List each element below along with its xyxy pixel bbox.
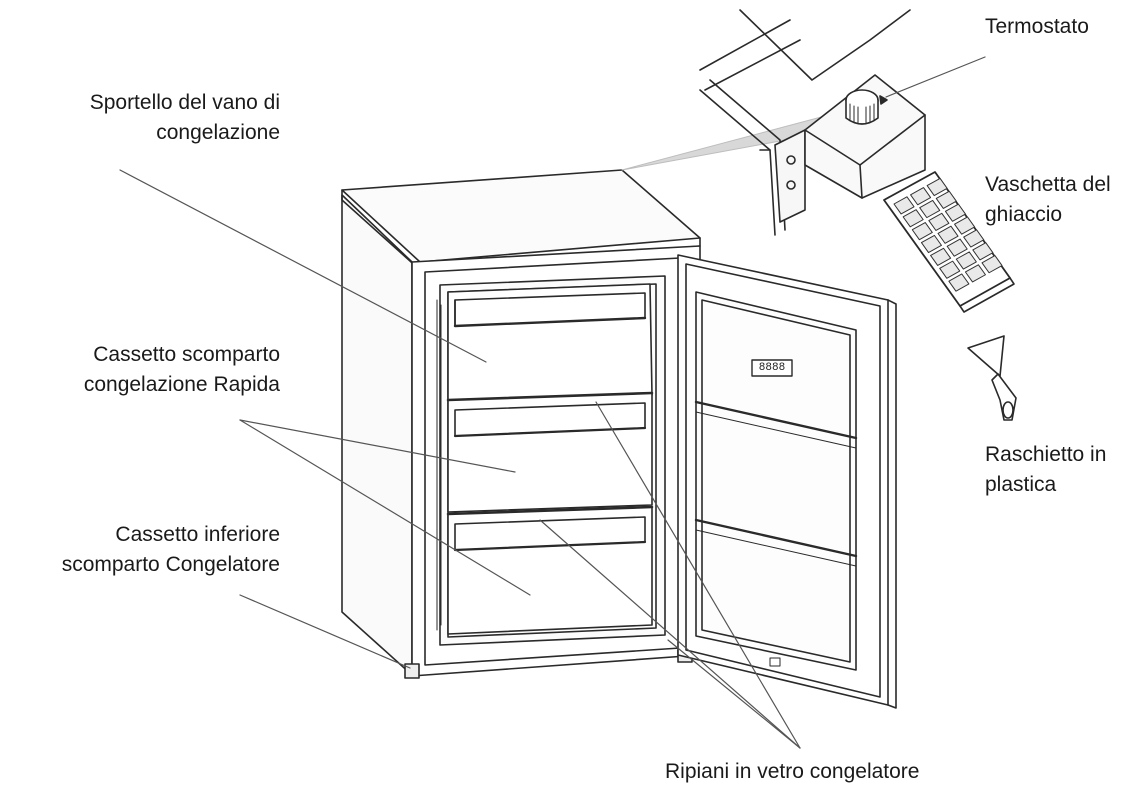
ice-cube-cell [919,199,941,219]
label-lower-drawer-line2: scomparto Congelatore [61,553,280,576]
door-display-text: 8888 [758,362,786,374]
label-glass-shelves-line1: Ripiani in vetro congelatore [665,760,920,783]
label-lower-drawer: Cassetto inferiore scomparto Congelatore [40,520,280,580]
label-fast-freeze-line1: Cassetto scomparto [93,343,280,366]
ice-cube-cell [911,222,933,241]
lower-drawer [446,505,654,635]
ice-cube-cell [893,196,915,215]
ice-cube-cell [928,212,950,231]
leader-thermostat [885,56,986,98]
freezer-compartment-door [447,283,653,401]
label-ice-tray-line1: Vaschetta del [985,173,1111,196]
leader-shelf-1 [595,401,801,749]
ice-cube-cell [954,216,976,235]
label-lower-drawer-line1: Cassetto inferiore [115,523,280,546]
open-door [677,254,897,709]
label-scraper-line1: Raschietto in [985,443,1107,466]
label-freezer-door: Sportello del vano di congelazione [40,88,280,148]
label-thermostat-line1: Termostato [985,15,1089,38]
label-freezer-door-line2: congelazione [156,121,280,144]
plastic-scraper [967,335,1017,421]
ice-cube-cell [930,247,952,266]
ice-cube-cell [910,187,932,206]
leader-fast-1 [239,419,516,473]
ice-cube-cell [939,260,961,279]
label-ice-tray: Vaschetta del ghiaccio [985,170,1111,230]
leader-shelf-3 [667,639,801,749]
leader-lower [239,594,411,669]
label-ice-tray-line2: ghiaccio [985,203,1063,226]
ice-cube-cell [948,273,970,292]
ice-cube-cell [963,229,985,248]
ice-cube-cell [926,177,948,197]
label-freezer-door-line1: Sportello del vano di [89,91,280,114]
leader-fast-2 [239,419,531,596]
door-display [751,359,793,377]
ice-tray [883,171,1015,313]
thermostat-inset [621,9,926,236]
ice-cube-cell [937,225,959,244]
label-fast-freeze-drawer: Cassetto scomparto congelazione Rapida [30,340,280,400]
leader-lines [119,56,986,749]
ice-cube-cell [944,203,966,222]
ice-cube-cell [902,209,924,228]
label-plastic-scraper: Raschietto in plastica [985,440,1106,500]
ice-cube-cell [972,242,994,261]
ice-cube-cell [964,264,986,283]
label-thermostat: Termostato [985,12,1089,42]
label-fast-freeze-line2: congelazione Rapida [83,373,280,396]
ice-cube-cell [920,234,942,254]
ice-cube-cell [981,255,1003,274]
fast-freeze-drawer [446,391,654,513]
label-glass-shelves: Ripiani in vetro congelatore [665,757,919,787]
leader-door [119,169,487,363]
label-scraper-line2: plastica [985,473,1057,496]
ice-cube-cell [955,251,977,270]
ice-cube-cell [935,190,957,209]
ice-cube-cell [946,238,968,257]
leader-shelf-2 [539,519,801,749]
